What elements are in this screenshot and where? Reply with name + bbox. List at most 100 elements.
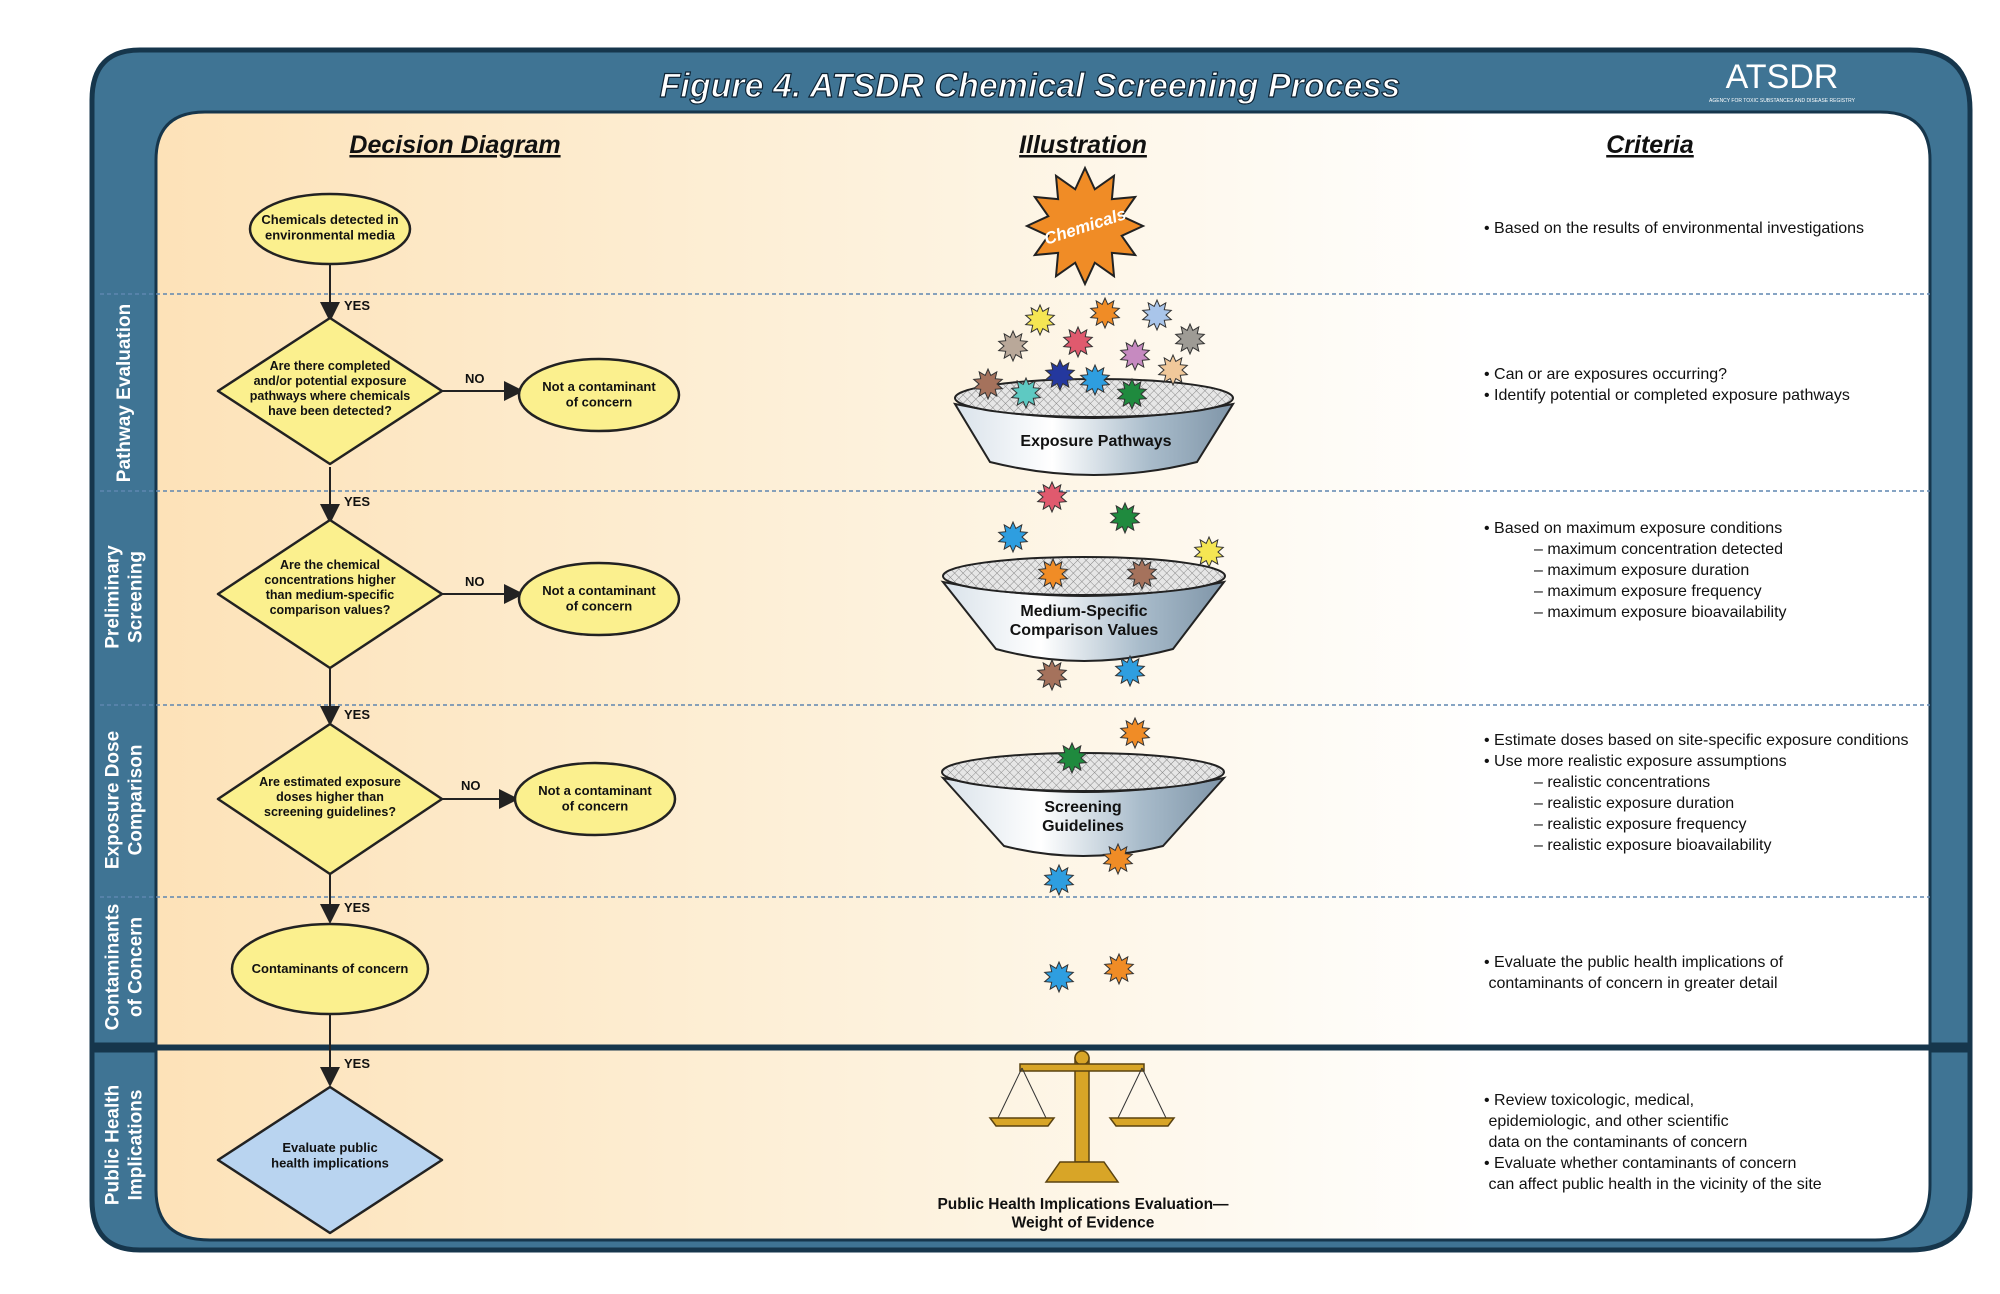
chemical-particle xyxy=(1043,960,1075,994)
chemicals-starburst: Chemicals xyxy=(1024,165,1146,287)
criteria-line: – realistic exposure frequency xyxy=(1534,816,1747,833)
edge-label-yes: YES xyxy=(344,1056,370,1071)
text-line: Are the chemical xyxy=(280,558,380,572)
chemical-particle xyxy=(972,367,1004,401)
criteria-row-3: • Estimate doses based on site-specific … xyxy=(1484,732,1909,854)
text-line: Contaminants xyxy=(103,904,124,1031)
criteria-line: • Can or are exposures occurring? xyxy=(1484,366,1727,383)
text-line: Are estimated exposure xyxy=(259,775,401,789)
criteria-line: • Review toxicologic, medical, xyxy=(1484,1092,1694,1109)
text-line: Not a contaminant xyxy=(538,783,652,798)
criteria-row-1: • Can or are exposures occurring? • Ident… xyxy=(1484,366,1850,404)
text-line: concentrations higher xyxy=(264,573,395,587)
chemical-particle xyxy=(1193,535,1225,569)
text-line: pathways where chemicals xyxy=(250,389,411,403)
text-line: and/or potential exposure xyxy=(254,374,407,388)
text-line: Pathway Evaluation xyxy=(114,304,135,482)
criteria-row-0: • Based on the results of environmental … xyxy=(1484,220,1864,237)
text-line: Not a contaminant xyxy=(542,583,656,598)
edge-label-no: NO xyxy=(461,778,481,793)
criteria-line: – realistic concentrations xyxy=(1534,774,1710,791)
chemical-particles xyxy=(972,296,1225,994)
criteria-row-4: • Evaluate the public health implication… xyxy=(1484,954,1784,992)
text-line: of concern xyxy=(562,799,629,814)
text-line: Contaminants of concern xyxy=(252,961,409,976)
text-line: Weight of Evidence xyxy=(1012,1215,1155,1232)
chemical-particle xyxy=(1079,363,1111,397)
chemical-particle xyxy=(1109,501,1141,535)
side-label-public-health: Public HealthImplications xyxy=(103,1085,147,1205)
criteria-line: – maximum exposure frequency xyxy=(1534,583,1762,600)
edge-label-no: NO xyxy=(465,574,485,589)
edge-label-no: NO xyxy=(465,371,485,386)
text-line: Preliminary xyxy=(103,545,124,649)
chemical-particle xyxy=(1119,338,1151,372)
figure-title: Figure 4. ATSDR Chemical Screening Proce… xyxy=(660,67,1401,105)
text-line: Chemicals detected in xyxy=(261,212,398,227)
header-criteria: Criteria xyxy=(1606,131,1694,159)
text-line: Screening xyxy=(1044,799,1121,816)
header-illustration: Illustration xyxy=(1019,131,1147,159)
criteria-row-2: • Based on maximum exposure conditions– … xyxy=(1484,520,1787,621)
chemical-particle xyxy=(1024,303,1056,337)
node-contaminants-of-concern: Contaminants of concern xyxy=(230,922,430,1016)
edge-label-yes: YES xyxy=(344,494,370,509)
text-line: Comparison Values xyxy=(1010,622,1159,639)
text-line: Public Health xyxy=(103,1085,124,1205)
side-label-exposure: Exposure DoseComparison xyxy=(103,731,147,869)
criteria-line: epidemiologic, and other scientific xyxy=(1484,1113,1729,1130)
chemical-particle xyxy=(1157,353,1189,387)
criteria-text: • Based on the results of environmental … xyxy=(1484,220,1909,1193)
text-line: Comparison xyxy=(125,745,146,856)
chemical-particle xyxy=(1062,325,1094,359)
chemical-particle xyxy=(997,329,1029,363)
text-line: environmental media xyxy=(265,228,396,243)
chemical-particle xyxy=(1089,296,1121,330)
text-line: Guidelines xyxy=(1042,818,1124,835)
panel-bottom xyxy=(154,1047,1932,1242)
criteria-line: can affect public health in the vicinity… xyxy=(1484,1176,1822,1193)
chemical-particle xyxy=(1116,377,1148,411)
balance-scale-icon xyxy=(988,1050,1176,1183)
criteria-line: • Evaluate whether contaminants of conce… xyxy=(1484,1155,1796,1172)
chemical-particle xyxy=(1010,376,1042,410)
chemical-particle xyxy=(1037,557,1069,591)
text-line: of Concern xyxy=(125,917,146,1017)
criteria-line: • Estimate doses based on site-specific … xyxy=(1484,732,1909,749)
text-line: have been detected? xyxy=(268,404,392,418)
logo-wordmark: ATSDR xyxy=(1726,58,1839,96)
edge-label-yes: YES xyxy=(344,298,370,313)
criteria-line: • Identify potential or completed exposu… xyxy=(1484,387,1850,404)
chemical-particle xyxy=(1141,298,1173,332)
text-line: health implications xyxy=(271,1156,389,1171)
side-label-contaminants: Contaminantsof Concern xyxy=(103,904,147,1031)
chemical-particle xyxy=(1114,654,1146,688)
chemical-particle xyxy=(997,520,1029,554)
chemical-particle xyxy=(1036,480,1068,514)
text-line: Evaluate public xyxy=(282,1140,377,1155)
criteria-line: contaminants of concern in greater detai… xyxy=(1484,975,1778,992)
criteria-line: – maximum exposure bioavailability xyxy=(1534,604,1787,621)
text-line: of concern xyxy=(566,395,633,410)
text-line: comparison values? xyxy=(270,603,391,617)
criteria-line: – maximum concentration detected xyxy=(1534,541,1783,558)
edge-label-yes: YES xyxy=(344,707,370,722)
chemical-particle xyxy=(1103,952,1135,986)
chemical-particle xyxy=(1044,358,1076,392)
